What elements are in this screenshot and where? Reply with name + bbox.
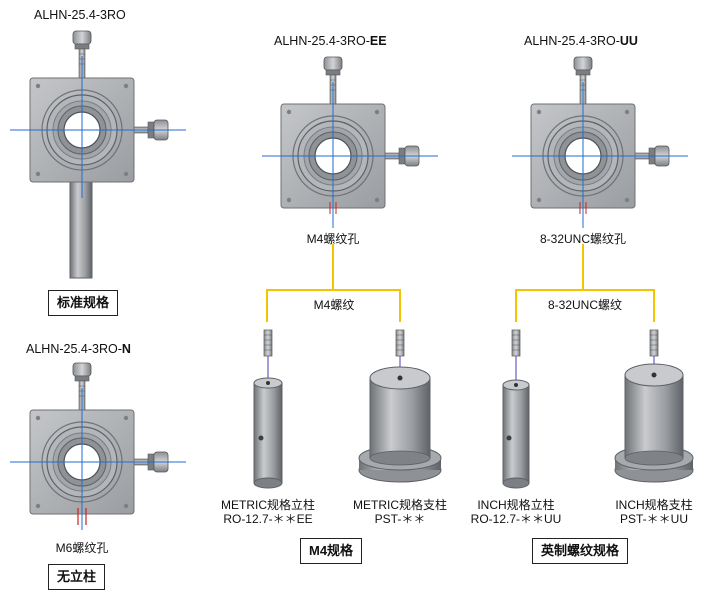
box-imperial: 英制螺纹规格: [532, 538, 629, 564]
hole-label-m6: M6螺纹孔: [55, 541, 109, 555]
caption-inch-stand: INCH规格支柱 PST-＊＊UU: [615, 498, 693, 526]
hole-label-m4: M4螺纹孔: [306, 232, 360, 246]
box-no-post: 无立柱: [48, 564, 106, 590]
mount-uu: [512, 56, 688, 228]
thread-label-unc: 8-32UNC螺纹: [547, 298, 623, 312]
metric-stand: [358, 329, 442, 483]
metric-post: [253, 329, 283, 489]
model-label-n: ALHN-25.4-3RO-N: [26, 342, 131, 356]
caption-metric-stand: METRIC规格支柱 PST-＊＊: [353, 498, 447, 526]
model-label-ee: ALHN-25.4-3RO-EE: [274, 34, 387, 48]
model-label-uu: ALHN-25.4-3RO-UU: [524, 34, 638, 48]
bracket-m4: [266, 244, 401, 322]
inch-stand: [614, 329, 694, 483]
inch-post: [502, 329, 530, 489]
hole-label-unc: 8-32UNC螺纹孔: [539, 232, 627, 246]
mount-ee: [262, 56, 438, 228]
bracket-unc: [515, 244, 655, 322]
caption-metric-post: METRIC规格立柱 RO-12.7-＊＊EE: [221, 498, 315, 526]
box-standard: 标准规格: [48, 290, 119, 316]
box-m4: M4规格: [300, 538, 363, 564]
caption-inch-post: INCH规格立柱 RO-12.7-＊＊UU: [470, 498, 562, 526]
model-label-standard: ALHN-25.4-3RO: [34, 8, 126, 22]
mount-n: [10, 362, 186, 530]
mount-standard: [10, 30, 186, 279]
thread-label-m4: M4螺纹: [313, 298, 355, 312]
